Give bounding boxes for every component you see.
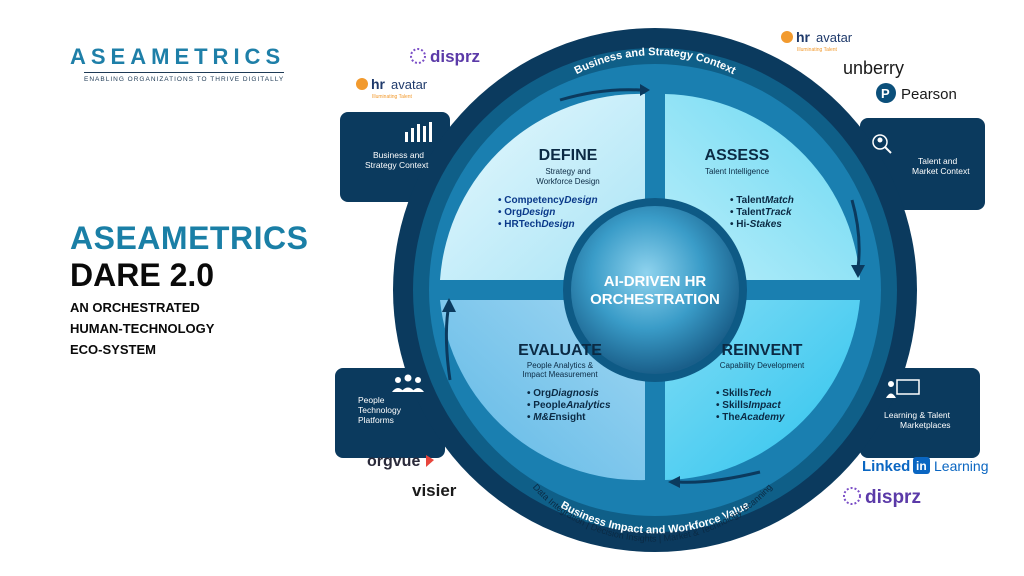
reinvent-items: • SkillsTech • SkillsImpact • TheAcademy [716,388,785,423]
center-sphere [571,206,739,374]
reinvent-title: REINVENT [722,342,803,359]
card-business-line-1: Business and [373,150,424,160]
svg-text:Learning: Learning [934,458,989,474]
reinvent-item: • SkillsImpact [716,400,781,411]
reinvent-item: • TheAcademy [716,412,785,423]
define-items: • CompetencyDesign • OrgDesign • HRTechD… [498,195,598,230]
arrow-head-top [640,84,650,96]
svg-text:P: P [881,86,890,101]
card-talent-line-2: Market Context [912,166,970,176]
linkedin-learning-logo: Linked in Learning [862,457,989,475]
card-people-line-2: Technology [358,405,402,415]
reinvent-sub-1: Capability Development [720,361,805,370]
evaluate-items: • OrgDiagnosis • PeopleAnalytics • M&Ens… [527,388,611,423]
svg-text:Illuminating Talent: Illuminating Talent [797,47,838,53]
disprz-logo-top: disprz [410,47,480,66]
disprz-logo-bottom: disprz [843,487,921,508]
svg-text:avatar: avatar [816,30,853,45]
visier-logo: visier [412,481,457,500]
headline-brand: ASEAMETRICS [70,220,309,256]
headline-sub-2: HUMAN-TECHNOLOGY [70,321,215,336]
svg-text:Pearson: Pearson [901,86,957,103]
assess-sub-1: Talent Intelligence [705,167,770,176]
orgvue-logo: orgvue [367,453,434,470]
svg-text:disprz: disprz [865,487,921,508]
card-learning-line-2: Marketplaces [900,420,951,430]
define-item: • CompetencyDesign [498,195,598,206]
center-line-1: AI-DRIVEN HR [604,273,707,290]
svg-text:avatar: avatar [391,77,428,92]
headline-sub-1: AN ORCHESTRATED [70,300,200,315]
arrow-head-right [851,265,865,278]
people-group-icon [392,374,424,392]
evaluate-sub-2: Impact Measurement [522,370,598,379]
center-line-2: ORCHESTRATION [590,291,720,308]
evaluate-sub-1: People Analytics & [527,361,594,370]
svg-text:orgvue: orgvue [367,453,420,470]
assess-item: • TalentMatch [730,195,794,206]
hr-avatar-logo-left: hr avatar Illuminating Talent [356,76,428,100]
define-item: • HRTechDesign [498,219,575,230]
talent-search-icon [872,134,892,154]
card-talent-line-1: Talent and [918,156,957,166]
define-sub-2: Workforce Design [536,177,599,186]
svg-text:in: in [916,459,927,473]
svg-text:disprz: disprz [430,47,480,66]
define-sub-1: Strategy and [545,167,590,176]
evaluate-item: • M&Ensight [527,412,586,423]
svg-text:Illuminating Talent: Illuminating Talent [372,94,413,100]
logo-text: ASEAMETRICS [70,44,286,69]
arrow-head-bottom [668,476,680,488]
define-title: DEFINE [539,147,598,164]
headline-sub-3: ECO-SYSTEM [70,342,156,357]
evaluate-item: • OrgDiagnosis [527,388,599,399]
reinvent-item: • SkillsTech [716,388,771,399]
logo-tagline: ENABLING ORGANIZATIONS TO THRIVE DIGITAL… [84,72,285,83]
unberry-logo: unberry [843,58,904,78]
svg-text:hr: hr [796,29,811,45]
card-people-line-1: People [358,395,385,405]
evaluate-item: • PeopleAnalytics [527,400,611,411]
assess-item: • Hi-Stakes [730,219,782,230]
evaluate-title: EVALUATE [518,342,602,359]
card-learning-line-1: Learning & Talent [884,410,951,420]
svg-text:hr: hr [371,76,386,92]
svg-text:Linked: Linked [862,458,910,475]
flow-arrow-top [559,88,641,102]
card-people-line-3: Platforms [358,415,394,425]
pearson-logo: P Pearson [876,83,957,103]
bar-chart-icon [405,122,432,142]
assess-title: ASSESS [705,147,770,164]
headline-product: DARE 2.0 [70,257,215,293]
flow-arrow-left [444,309,452,381]
flow-arrow-right [850,199,861,269]
presentation-icon [886,379,920,398]
assess-item: • TalentTrack [730,207,792,218]
assess-items: • TalentMatch • TalentTrack • Hi-Stakes [730,195,794,230]
hr-avatar-logo-right: hr avatar Illuminating Talent [781,29,853,53]
arrow-head-left [442,298,456,312]
flow-arrow-bottom [677,470,761,484]
define-item: • OrgDesign [498,207,555,218]
card-business-line-2: Strategy Context [365,160,429,170]
